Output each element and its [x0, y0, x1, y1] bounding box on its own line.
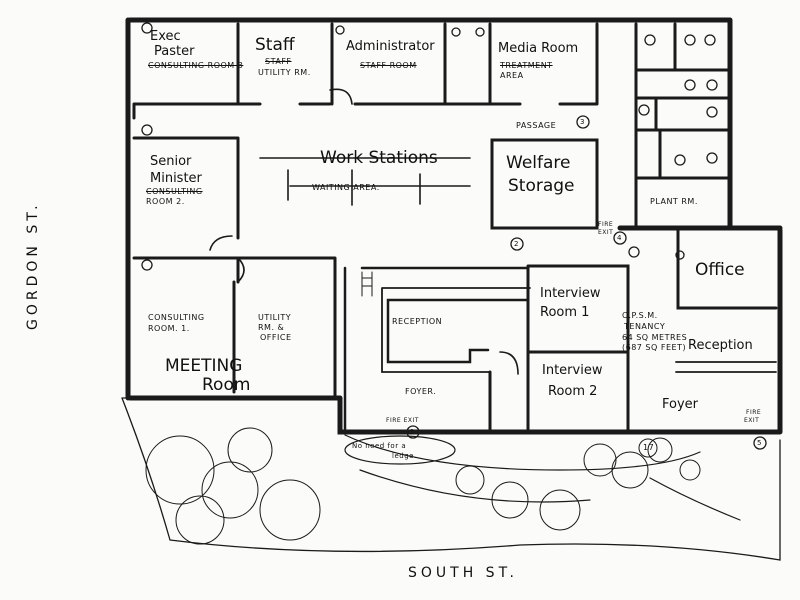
- plant-room-label: PLANT RM.: [650, 197, 698, 206]
- gordon-street-label: GORDON ST.: [25, 201, 41, 330]
- exit-marker-4: 4: [617, 234, 622, 242]
- meeting-room-label: MEETING: [165, 356, 243, 376]
- exit-marker-3: 3: [580, 118, 585, 126]
- interior-walls-mid: [132, 136, 337, 400]
- room-staff-label: Staff: [255, 35, 295, 55]
- interview-2-label: Interview: [542, 363, 603, 378]
- consulting-room-1-label-2: ROOM. 1.: [148, 324, 190, 333]
- work-station-desks: [259, 157, 471, 206]
- exit-marker-1: 1: [410, 428, 415, 436]
- work-stations-label: Work Stations: [320, 148, 438, 168]
- door-swings: [209, 88, 519, 375]
- toilet-walls: [634, 22, 730, 230]
- opsm-tenancy-label: TENANCY: [624, 322, 666, 331]
- garden-path: [344, 434, 741, 521]
- exit-markers: [406, 115, 767, 450]
- fire-exit-label-1: FIRE EXIT: [386, 417, 419, 424]
- interview-2-label-2: Room 2: [548, 384, 598, 399]
- room-minister-label: Minister: [150, 171, 202, 186]
- office-label: Office: [695, 260, 745, 280]
- foyer-main-label: FOYER.: [405, 387, 437, 396]
- ledge-note: No need for a: [352, 442, 407, 450]
- ledge-note-2: ledge.: [392, 452, 417, 460]
- utility-room-label-2: RM. &: [258, 323, 285, 332]
- opsm-area-label: 64 SQ METRES: [622, 333, 688, 342]
- waiting-area-label: WAITING AREA.: [312, 183, 380, 192]
- fire-exit-label-2b: EXIT: [598, 229, 614, 236]
- room-media-room-label: Media Room: [498, 41, 579, 56]
- room-administrator-label: Administrator: [346, 39, 435, 54]
- site-boundary: [121, 397, 781, 561]
- exit-marker-2: 2: [514, 240, 519, 248]
- old-label-consulting-2: CONSULTING: [146, 187, 203, 196]
- interview-1-label: Interview: [540, 286, 601, 301]
- south-street-label: SOUTH ST.: [408, 565, 518, 581]
- opsm-feet-label: (687 SQ FEET): [622, 343, 687, 352]
- passage-label: PASSAGE: [516, 121, 557, 130]
- tree-number: 17: [643, 443, 655, 452]
- ledge-note-outline: [344, 435, 456, 465]
- reception-main-label: RECEPTION: [392, 317, 443, 326]
- old-label-room-2: ROOM 2.: [146, 197, 185, 206]
- old-label-staff: STAFF: [265, 57, 292, 66]
- room-welfare-label: Welfare: [506, 153, 571, 173]
- utility-room-label-3: OFFICE: [260, 333, 292, 342]
- fire-exit-label-2: FIRE: [598, 221, 614, 228]
- utility-room-label: UTILITY: [258, 313, 292, 322]
- room-senior-label: Senior: [150, 154, 192, 169]
- fire-exit-label-3b: EXIT: [744, 417, 760, 424]
- old-label-staff-room: STAFF ROOM: [360, 61, 417, 70]
- interior-walls-top: [132, 22, 599, 120]
- fire-exit-label-3: FIRE: [746, 409, 762, 416]
- exit-marker-5: 5: [757, 439, 762, 447]
- reception-opsm-label: Reception: [688, 338, 753, 353]
- old-label-utility: UTILITY RM.: [258, 68, 311, 77]
- garden-plants: [145, 427, 701, 545]
- room-storage-label: Storage: [508, 176, 575, 196]
- room-exec-pastor-label-2: Paster: [154, 44, 195, 59]
- room-exec-pastor-label: Exec: [150, 29, 181, 44]
- old-label-treatment: TREATMENT: [500, 61, 553, 70]
- opsm-label: O.P.S.M.: [622, 311, 658, 320]
- interview-1-label-2: Room 1: [540, 305, 590, 320]
- old-label-consulting-3: CONSULTING ROOM 3: [148, 61, 244, 70]
- office-walls: [676, 228, 778, 310]
- old-label-area: AREA: [500, 71, 524, 80]
- meeting-room-label-2: Room: [202, 375, 251, 395]
- foyer-opsm-label: Foyer: [662, 397, 699, 412]
- interview-walls: [488, 264, 630, 434]
- welfare-storage-walls: [490, 138, 599, 230]
- consulting-room-1-label: CONSULTING: [148, 313, 205, 322]
